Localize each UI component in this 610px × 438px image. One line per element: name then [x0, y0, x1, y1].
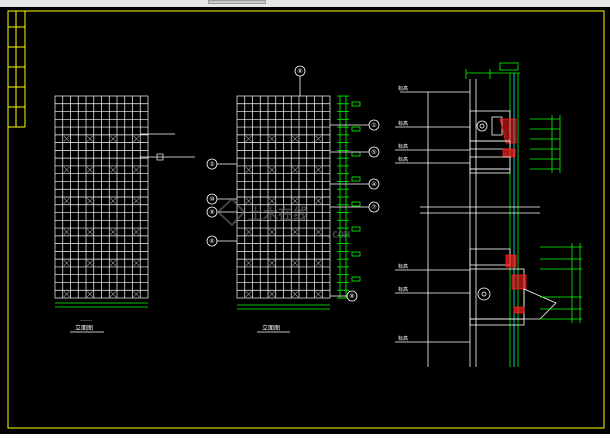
level-label: 标高	[398, 143, 408, 150]
callout-number: ⑧	[349, 293, 354, 300]
watermark: 土木在线 .COM	[216, 197, 350, 241]
watermark-text: 土木在线	[248, 205, 308, 223]
middle-elevation-grid	[236, 95, 331, 299]
callout-bubble	[368, 146, 380, 158]
callout-number: ⑨	[209, 209, 214, 216]
callout-bubble	[206, 235, 218, 247]
middle-elevation-dimensions	[337, 95, 361, 299]
callout-bubble	[346, 290, 358, 302]
callout-bubble	[294, 65, 306, 77]
left-elevation-caption: 立面图	[75, 324, 93, 332]
drawing-svg: ____ 立面图 立面图 ⑧ ① ⑤ ② ④ ⑦ ⑩ ⑨ ⑥ ⑧	[7, 10, 605, 429]
middle-elevation-caption: 立面图	[262, 324, 280, 332]
callout-bubble	[368, 119, 380, 131]
callout-number: ②	[209, 161, 214, 168]
level-label: 标高	[398, 335, 408, 342]
callout-bubble	[206, 158, 218, 170]
level-label: 标高	[398, 85, 408, 92]
callout-bubble	[206, 193, 218, 205]
section-detail	[395, 62, 582, 367]
callout-number: ⑩	[209, 196, 214, 203]
callout-number: ⑦	[371, 204, 376, 211]
callout-number: ④	[371, 181, 376, 188]
callout-number: ⑥	[209, 238, 214, 245]
level-label: 标高	[398, 120, 408, 127]
level-label: 标高	[398, 286, 408, 293]
watermark-sub: .COM	[326, 230, 350, 241]
callout-number: ⑤	[371, 149, 376, 156]
left-elevation-dimension	[55, 302, 148, 308]
middle-elevation-bottom-dimension	[237, 304, 330, 310]
window-top-strip	[0, 0, 610, 7]
callout-number: ①	[371, 122, 376, 129]
left-caption-scale: ____	[80, 315, 93, 321]
callout-group: ⑧ ① ⑤ ② ④ ⑦ ⑩ ⑨ ⑥ ⑧	[206, 65, 380, 302]
left-title-strip	[8, 11, 26, 128]
left-elevation-grid	[54, 95, 149, 299]
cad-drawing-canvas[interactable]: ____ 立面图 立面图 ⑧ ① ⑤ ② ④ ⑦ ⑩ ⑨ ⑥ ⑧	[0, 7, 610, 434]
callout-bubble	[368, 178, 380, 190]
callout-bubble	[368, 201, 380, 213]
callout-number: ⑧	[297, 68, 302, 75]
scroll-handle[interactable]	[208, 0, 266, 4]
drawing-frame	[7, 10, 605, 429]
level-label: 标高	[398, 263, 408, 270]
level-label: 标高	[398, 156, 408, 163]
